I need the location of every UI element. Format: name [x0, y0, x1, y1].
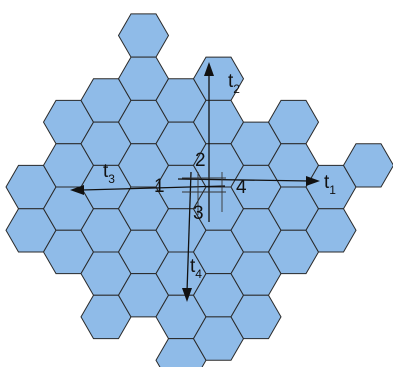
arrow-t1-head	[306, 176, 320, 186]
label-t1-main: t	[324, 172, 330, 193]
cell-label-3: 3	[193, 203, 204, 224]
label-t4: t4	[190, 256, 202, 281]
hex-grid	[5, 13, 393, 367]
label-t1-sub: 1	[329, 183, 336, 197]
label-t4-main: t	[190, 256, 196, 277]
hex-cell	[230, 294, 282, 340]
direction-lines	[70, 62, 320, 302]
hex-cell	[305, 208, 357, 253]
label-t4-sub: 4	[195, 267, 202, 281]
arrow-t3-line	[81, 185, 226, 191]
label-t3-main: t	[103, 161, 109, 182]
arrow-t4-head	[182, 288, 192, 302]
arrow-t1-line	[177, 178, 311, 182]
label-t2-main: t	[228, 71, 234, 92]
arrow-t2-head	[204, 62, 214, 76]
label-t3: t3	[103, 161, 115, 186]
label-t2: t2	[228, 71, 240, 96]
hex-cell	[342, 143, 393, 188]
arrow-t3-head	[70, 185, 84, 195]
hex-cell	[117, 13, 170, 58]
cell-label-2: 2	[195, 150, 206, 171]
label-t1: t1	[324, 172, 336, 197]
label-t3-sub: 3	[108, 172, 115, 186]
cell-label-4: 4	[236, 177, 247, 198]
cell-label-1: 1	[154, 176, 165, 197]
label-t2-sub: 2	[233, 82, 240, 96]
labels: 1 2 3 4 t1 t2 t3 t4	[103, 71, 336, 281]
